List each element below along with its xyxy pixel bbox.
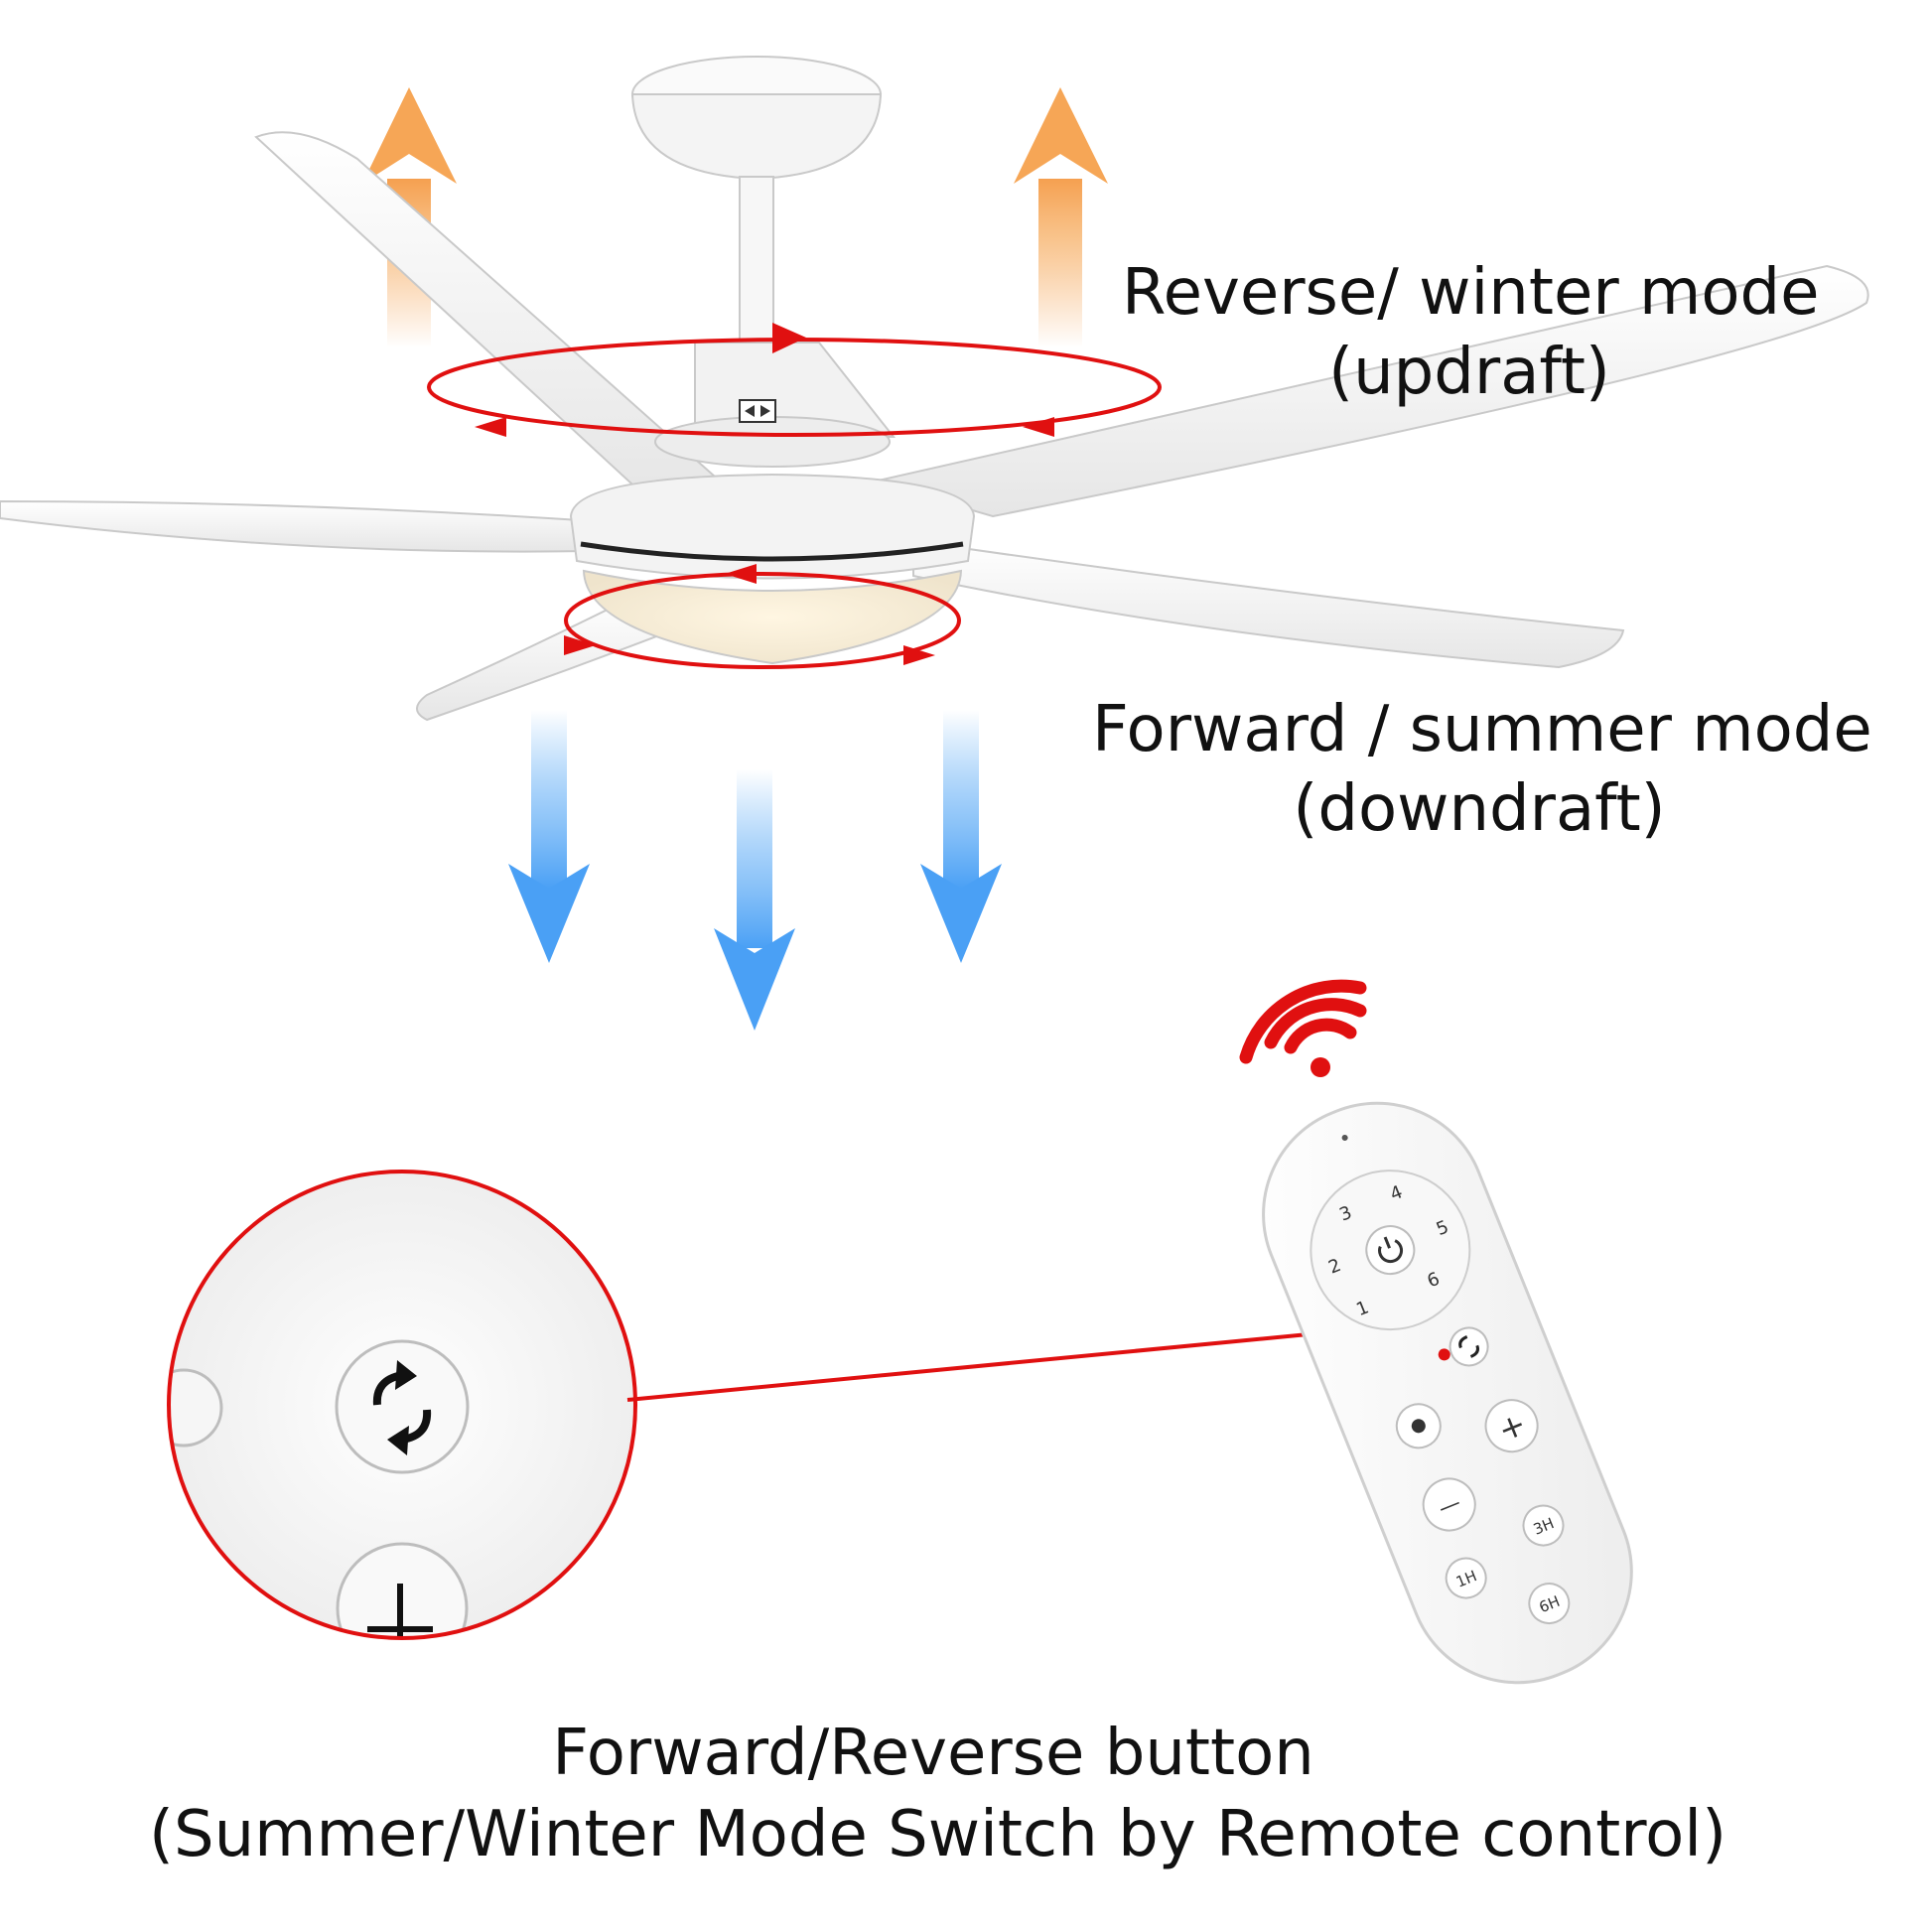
minus-button[interactable] [1416,1471,1483,1539]
summer-mode-title: Forward / summer mode [1092,693,1872,766]
summer-mode-subtitle: (downdraft) [1293,772,1666,846]
updraft-arrow-right [1014,87,1108,347]
winter-mode-label: Reverse/ winter mode (updraft) [1122,253,1820,412]
caption: Forward/Reverse button (Summer/Winter Mo… [149,1713,1727,1875]
downdraft-arrow-left [508,710,590,963]
downdraft-arrow-right [920,710,1002,963]
winter-mode-subtitle: (updraft) [1328,336,1610,409]
power-button[interactable] [1359,1219,1421,1281]
winter-mode-title: Reverse/ winter mode [1122,256,1820,330]
summer-rotation-arrows [564,564,961,669]
timer-3h-button[interactable] [1517,1499,1569,1551]
remote-control: 1 2 3 4 5 6 1H 3H 6H + — [1262,1101,1633,1685]
reverse-button[interactable] [1445,1322,1493,1371]
caption-subtitle: (Summer/Winter Mode Switch by Remote con… [149,1798,1727,1871]
downdraft-arrow-center [714,769,795,1031]
fan-blade [0,499,598,553]
fan-blade [254,131,718,498]
zoom-inset [167,1170,637,1640]
ceiling-fan [0,56,1869,722]
fan-blade [870,264,1869,518]
fan-blade [912,539,1625,669]
wireless-signal-icon [1239,979,1367,1077]
caption-title: Forward/Reverse button [552,1717,1314,1790]
fan-blade [416,594,688,722]
timer-1h-button[interactable] [1441,1552,1492,1603]
plus-button[interactable] [1478,1392,1546,1459]
summer-mode-label: Forward / summer mode (downdraft) [1092,690,1872,849]
winter-rotation-arrows [427,323,1162,437]
timer-6h-button[interactable] [1523,1578,1575,1629]
